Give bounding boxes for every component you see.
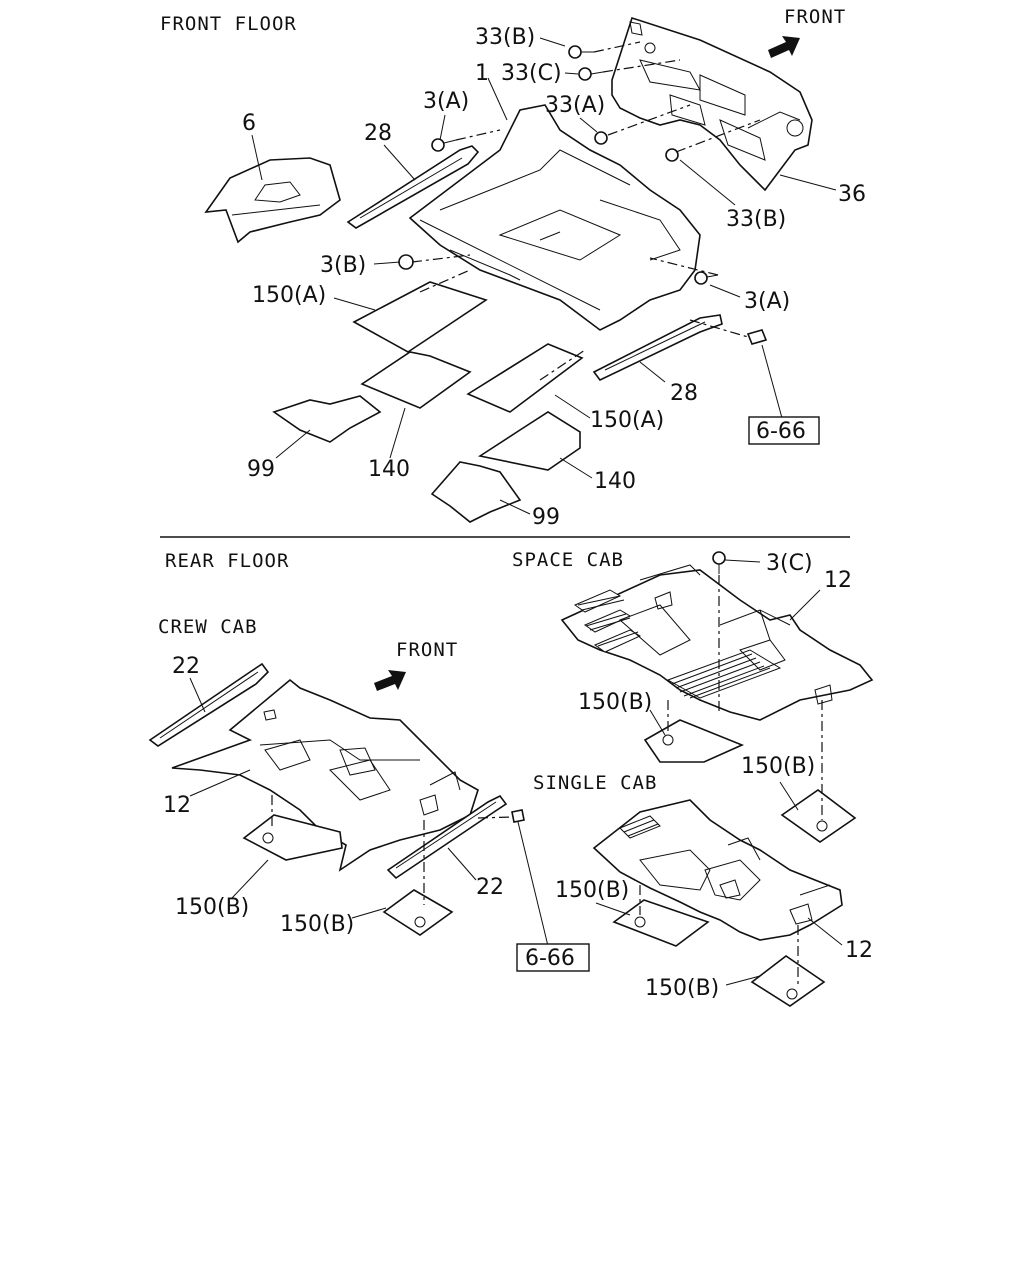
callout-150a-left: 150(A) — [252, 283, 326, 308]
scuff-plate-28-bottom — [592, 314, 723, 382]
crew-insulator-right-hole — [414, 916, 426, 928]
crew-insulator-left — [242, 814, 343, 861]
ref-box-top-label: 6-66 — [756, 419, 806, 444]
space-insulator-right — [780, 789, 857, 843]
scuff-plate-22-top-line — [159, 671, 259, 739]
scuff-plate-28-bottom-line — [604, 321, 706, 371]
front-arrow-icon — [768, 36, 800, 58]
callout-33b-bottom: 33(B) — [726, 207, 786, 232]
callout-33b-top: 33(B) — [475, 25, 535, 50]
callout-3a-right: 3(A) — [744, 289, 790, 314]
space-fastener — [712, 551, 761, 574]
front-direction-label: FRONT — [784, 6, 846, 28]
front-direction-label-rear: FRONT — [396, 639, 458, 661]
scuff-plate-22-bottom — [386, 794, 508, 880]
single-cab-title: SINGLE CAB — [533, 772, 657, 794]
space-insulator-left — [643, 719, 745, 763]
callout-140-left: 140 — [368, 457, 410, 482]
space-dashed-guides — [667, 575, 823, 820]
callout-99-right: 99 — [532, 505, 560, 530]
single-dashed-guides — [639, 885, 799, 985]
crew-cab-title: CREW CAB — [158, 616, 258, 638]
mat-99-left — [272, 395, 382, 443]
callout-150b-crew-left: 150(B) — [175, 895, 249, 920]
callout-33c: 33(C) — [501, 61, 562, 86]
space-cab-carpet — [560, 564, 874, 721]
front-floor-carpet — [408, 104, 701, 331]
callout-22-top: 22 — [172, 654, 200, 679]
ref-box-bottom-label: 6-66 — [525, 946, 575, 971]
pad-140-left — [360, 351, 472, 409]
front-arrow-rear-icon — [374, 670, 406, 691]
single-insulator-bottom-hole — [786, 988, 798, 1000]
pad-140-right — [477, 411, 581, 471]
single-leaders — [595, 902, 843, 986]
space-insulator-right-hole — [816, 820, 828, 832]
dashed-guides-front — [411, 41, 761, 381]
callout-3a-top: 3(A) — [423, 89, 469, 114]
insulator-150a-left — [352, 281, 488, 353]
dash-insulator — [611, 16, 813, 192]
callout-12-crew: 12 — [163, 793, 191, 818]
leaders-front — [251, 37, 837, 515]
space-leaders — [649, 589, 821, 811]
callout-150b-space-left: 150(B) — [578, 690, 652, 715]
crew-clip — [511, 809, 525, 823]
callout-28-top: 28 — [364, 121, 392, 146]
ref-box-bottom — [516, 943, 590, 972]
scuff-plate-22-bottom-line — [395, 801, 497, 869]
crew-insulator-right — [382, 889, 454, 936]
callout-140-right: 140 — [594, 469, 636, 494]
callout-150b-crew-right: 150(B) — [280, 912, 354, 937]
single-insulator-left-hole — [634, 916, 646, 928]
crew-dashed-guides — [271, 795, 513, 905]
callout-150b-space-right: 150(B) — [741, 754, 815, 779]
ref-box-top — [748, 416, 820, 445]
rear-floor-title: REAR FLOOR — [165, 550, 289, 572]
crew-leaders — [189, 677, 549, 947]
single-insulator-left — [612, 899, 710, 947]
insulator-150a-right — [466, 343, 584, 413]
callout-150b-single-left: 150(B) — [555, 878, 629, 903]
mat-99-right — [430, 461, 522, 523]
callout-28-bottom: 28 — [670, 381, 698, 406]
callout-36: 36 — [838, 182, 866, 207]
callout-33a: 33(A) — [545, 93, 605, 118]
crew-insulator-left-hole — [262, 832, 274, 844]
front-floor-title: FRONT FLOOR — [160, 13, 297, 35]
callout-6: 6 — [242, 111, 256, 136]
callout-3b: 3(B) — [320, 253, 366, 278]
callout-12-space: 12 — [824, 568, 852, 593]
single-cab-carpet — [592, 799, 843, 941]
tunnel-cover — [204, 157, 341, 244]
space-cab-title: SPACE CAB — [512, 549, 624, 571]
callout-99-left: 99 — [247, 457, 275, 482]
single-insulator-bottom — [750, 955, 826, 1007]
callout-1: 1 — [475, 61, 489, 86]
scuff-plate-28-top-line — [359, 157, 463, 219]
callout-22-bottom: 22 — [476, 875, 504, 900]
callout-12-single: 12 — [845, 938, 873, 963]
callout-150b-single-bottom: 150(B) — [645, 976, 719, 1001]
callout-3c: 3(C) — [766, 551, 813, 576]
space-insulator-left-hole — [662, 734, 674, 746]
callout-150a-right: 150(A) — [590, 408, 664, 433]
